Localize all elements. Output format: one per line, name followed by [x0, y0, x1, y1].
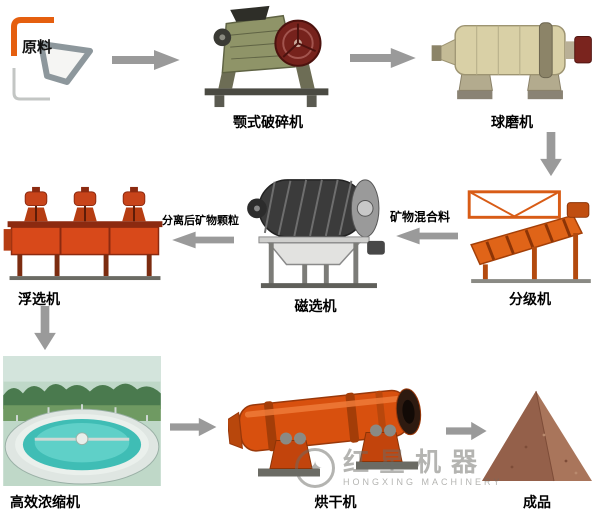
raw-material-label: 原料 — [22, 39, 53, 56]
down-arrow-icon — [34, 306, 56, 351]
classifier-label: 分级机 — [509, 291, 551, 307]
dryer-label: 烘干机 — [314, 494, 357, 510]
magnetic-separator-illustration — [238, 172, 393, 292]
arrow-classifier-to-separator — [394, 226, 458, 246]
product-label: 成品 — [523, 494, 551, 510]
classifier-illustration — [462, 182, 598, 284]
down-arrow-icon — [540, 132, 562, 177]
magnetic-separator-icon — [247, 179, 385, 289]
magnetic-separator-label: 磁选机 — [294, 298, 337, 314]
arrow-flotation-to-thickener — [32, 306, 58, 352]
arrow-dryer-to-product — [446, 420, 488, 442]
dryer-illustration — [228, 360, 443, 486]
raw-material-logo-icon — [11, 17, 93, 101]
arrow-raw-to-crusher — [112, 48, 182, 72]
right-arrow-icon — [170, 417, 217, 437]
arrow-thickener-to-dryer — [170, 416, 218, 438]
arrow-crusher-to-mill — [350, 46, 418, 70]
left-arrow-icon — [172, 231, 234, 249]
flotation-machine-icon — [3, 186, 163, 281]
flotation-machine-illustration — [2, 184, 168, 282]
product-pile-illustration — [478, 386, 596, 486]
thickener-icon — [3, 356, 161, 486]
arrow-mill-to-classifier — [538, 132, 564, 178]
classifier-icon — [467, 190, 591, 284]
jaw-crusher-label: 颚式破碎机 — [233, 114, 303, 130]
flow-label-separated-particles: 分离后矿物颗粒 — [162, 215, 239, 227]
ball-mill-illustration — [428, 10, 596, 108]
dryer-icon — [228, 388, 422, 477]
right-arrow-icon — [350, 48, 416, 68]
product-pile-icon — [482, 390, 592, 482]
raw-material-box — [8, 14, 100, 106]
flotation-machine-label: 浮选机 — [18, 291, 60, 307]
right-arrow-icon — [112, 50, 180, 70]
thickener-illustration — [2, 356, 162, 486]
flow-label-mixed-ore: 矿物混合料 — [390, 210, 451, 224]
jaw-crusher-icon — [204, 5, 329, 108]
ball-mill-icon — [431, 22, 592, 100]
jaw-crusher-illustration — [194, 2, 342, 110]
ball-mill-label: 球磨机 — [491, 114, 533, 130]
thickener-label: 高效浓缩机 — [10, 494, 80, 510]
right-arrow-icon — [446, 421, 487, 441]
arrow-separator-to-flotation — [170, 230, 234, 250]
left-arrow-icon — [396, 227, 458, 245]
